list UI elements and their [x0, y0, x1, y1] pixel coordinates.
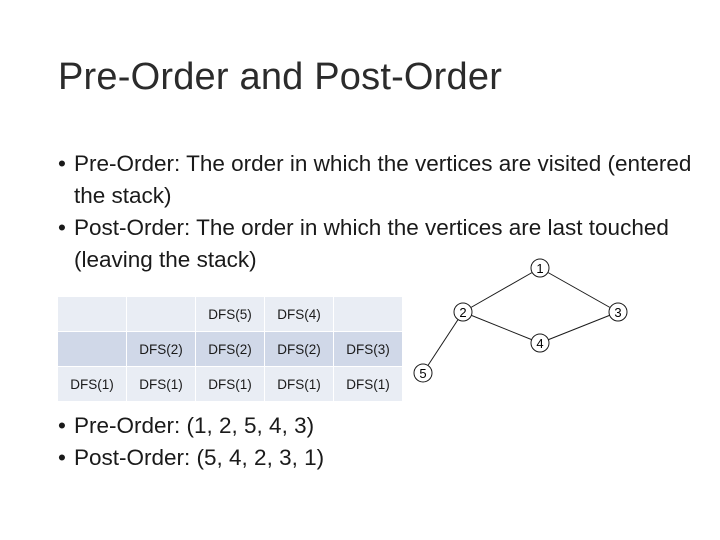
stack-cell: DFS(2) — [264, 331, 334, 367]
edge-1-3 — [539, 267, 619, 313]
order-results: • Pre-Order: (1, 2, 5, 4, 3) • Post-Orde… — [58, 410, 324, 474]
stack-cell: DFS(5) — [195, 297, 265, 332]
stack-cell — [126, 297, 196, 332]
stack-cell: DFS(1) — [195, 366, 265, 402]
post-order-result: • Post-Order: (5, 4, 2, 3, 1) — [58, 442, 324, 474]
bullet-text: Post-Order: The order in which the verti… — [74, 215, 669, 272]
bullet-dot: • — [58, 413, 66, 438]
slide-title: Pre-Order and Post-Order — [58, 56, 503, 98]
definition-bullets: • Pre-Order: The order in which the vert… — [58, 148, 698, 276]
graph-node-4: 4 — [530, 333, 550, 353]
graph-edges — [422, 267, 619, 374]
pre-order-result: • Pre-Order: (1, 2, 5, 4, 3) — [58, 410, 324, 442]
edge-2-4 — [462, 311, 541, 344]
stack-row: DFS(1) DFS(1) DFS(1) DFS(1) DFS(1) — [58, 366, 403, 402]
stack-cell: DFS(3) — [333, 331, 403, 367]
graph-node-2: 2 — [453, 302, 473, 322]
node-label: 3 — [614, 305, 621, 320]
node-label: 1 — [536, 261, 543, 276]
graph-node-5: 5 — [413, 363, 433, 383]
stack-row: DFS(2) DFS(2) DFS(2) DFS(3) — [58, 331, 403, 367]
graph-node-3: 3 — [608, 302, 628, 322]
stack-cell: DFS(1) — [333, 366, 403, 402]
bullet-post-order-definition: • Post-Order: The order in which the ver… — [58, 212, 698, 276]
bullet-pre-order-definition: • Pre-Order: The order in which the vert… — [58, 148, 698, 212]
stack-cell — [58, 331, 127, 367]
bullet-dot: • — [58, 445, 66, 470]
stack-cell: DFS(1) — [58, 366, 127, 402]
stack-row: DFS(5) DFS(4) — [58, 297, 403, 332]
node-label: 4 — [536, 336, 543, 351]
stack-cell — [333, 297, 403, 332]
edge-2-5 — [422, 311, 464, 374]
bullet-dot: • — [58, 151, 66, 176]
graph-nodes: 1 2 3 4 5 — [413, 258, 628, 383]
stack-cell: DFS(1) — [264, 366, 334, 402]
stack-cell — [58, 297, 127, 332]
stack-cell: DFS(2) — [195, 331, 265, 367]
bullet-text: Pre-Order: The order in which the vertic… — [74, 151, 692, 208]
bullet-dot: • — [58, 215, 66, 240]
node-label: 2 — [459, 305, 466, 320]
edge-4-3 — [539, 311, 619, 344]
node-label: 5 — [419, 366, 426, 381]
stack-cell: DFS(4) — [264, 297, 334, 332]
stack-cell: DFS(2) — [126, 331, 196, 367]
post-order-text: Post-Order: (5, 4, 2, 3, 1) — [74, 445, 325, 470]
stack-cell: DFS(1) — [126, 366, 196, 402]
graph-node-1: 1 — [530, 258, 550, 278]
edge-1-2 — [462, 267, 541, 313]
pre-order-text: Pre-Order: (1, 2, 5, 4, 3) — [74, 413, 315, 438]
dfs-stack-table: DFS(5) DFS(4) DFS(2) DFS(2) DFS(2) DFS(3… — [58, 297, 403, 402]
